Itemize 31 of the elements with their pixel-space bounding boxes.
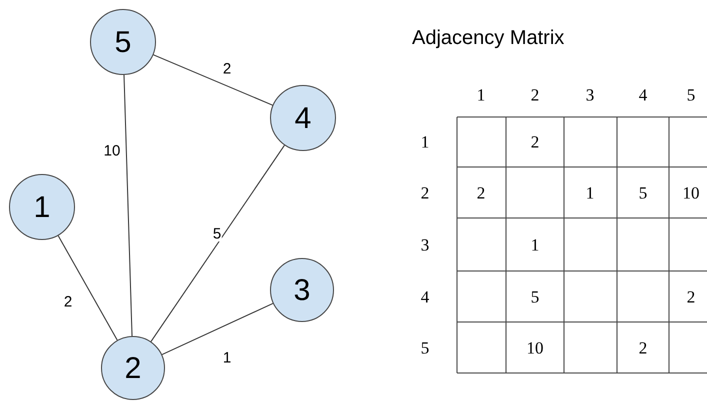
connector-line: [58, 235, 118, 341]
matrix-value: 5: [530, 288, 540, 306]
column-header: 2: [530, 86, 540, 104]
edge-label: 2: [222, 62, 232, 76]
matrix-value: 1: [530, 236, 540, 254]
connector-line: [124, 74, 133, 337]
edge-label: 5: [212, 226, 222, 242]
matrix-value: 2: [420, 184, 430, 202]
matrix-value: 1: [586, 184, 594, 202]
matrix-value: 2: [476, 184, 486, 202]
matrix-value: 10: [682, 184, 700, 202]
edge-label: 1: [222, 350, 232, 366]
column-header: 5: [686, 86, 696, 104]
matrix-value: 3: [420, 236, 430, 254]
connector-line: [150, 144, 285, 342]
matrix-value: 2: [638, 340, 648, 356]
matrix-value: 5: [420, 340, 430, 356]
matrix-value: 10: [526, 340, 544, 356]
connector-line: [162, 302, 274, 356]
connector-line: [152, 54, 274, 106]
title: Adjacency Matrix: [412, 28, 564, 48]
edge-label: 2: [62, 294, 74, 310]
matrix-value: 2: [530, 134, 540, 150]
column-header: 1: [476, 86, 486, 104]
matrix-value: 2: [686, 288, 696, 306]
edge-label: 10: [102, 144, 122, 158]
matrix-value: 1: [420, 134, 430, 150]
matrix-value: 5: [638, 184, 648, 202]
matrix-value: 4: [420, 288, 430, 306]
column-header: 4: [638, 86, 648, 104]
column-header: 3: [586, 86, 594, 104]
